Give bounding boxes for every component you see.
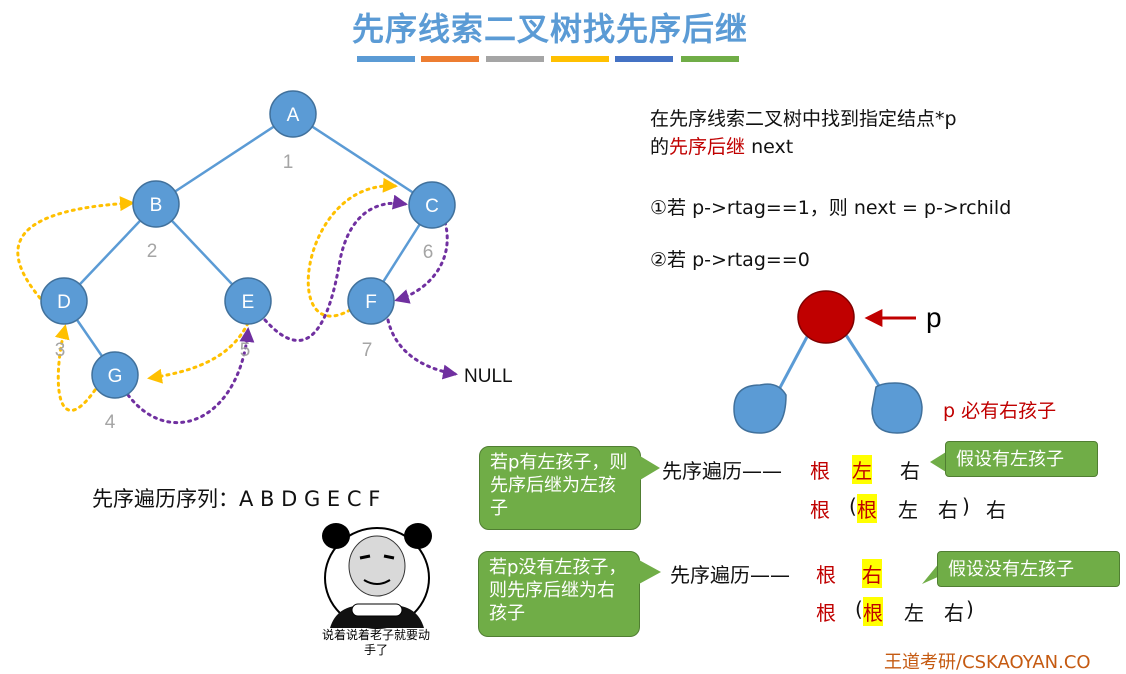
left-row1-right: 右 bbox=[900, 459, 920, 483]
left-row2-right: 右 bbox=[938, 498, 958, 522]
noleft-row2-subroot: 根 bbox=[863, 597, 883, 626]
node-f-order: 7 bbox=[362, 340, 373, 361]
callout-has-left-pointer bbox=[640, 456, 660, 480]
node-d-order: 3 bbox=[55, 340, 66, 361]
callout-has-left: 若p有左孩子，则先序后继为左孩子 bbox=[479, 446, 641, 530]
thread-f-null bbox=[386, 318, 458, 380]
node-c-label: C bbox=[425, 196, 439, 217]
node-a-order: 1 bbox=[283, 152, 294, 173]
description-highlight: 先序后继 bbox=[669, 136, 746, 158]
thread-c-f bbox=[394, 220, 449, 304]
description-prefix: 的 bbox=[650, 136, 670, 158]
left-row2-outer-right: 右 bbox=[986, 498, 1006, 522]
left-row2-left: 左 bbox=[898, 498, 918, 522]
node-a-label: A bbox=[287, 105, 300, 126]
node-e-label: E bbox=[242, 292, 255, 313]
meme-caption: 说着说着老子就要动手了 bbox=[321, 628, 430, 657]
preorder-values: A B D G E C F bbox=[239, 487, 381, 511]
traversal-label-1: 先序遍历—— bbox=[662, 459, 782, 483]
thread-f-c bbox=[306, 177, 398, 318]
preorder-label: 先序遍历序列： bbox=[92, 487, 239, 511]
noleft-row2-right: 右 bbox=[944, 601, 964, 625]
assume-left-pointer bbox=[930, 452, 946, 472]
assume-no-left: 假设没有左孩子 bbox=[937, 551, 1120, 587]
null-label: NULL bbox=[464, 366, 513, 387]
noleft-row2-open: ( bbox=[855, 597, 863, 621]
noleft-row1-right: 右 bbox=[862, 559, 882, 588]
traversal-label-2: 先序遍历—— bbox=[670, 563, 790, 587]
assume-no-left-pointer bbox=[922, 562, 940, 584]
thread-e-g bbox=[147, 321, 250, 384]
thread-e-c bbox=[263, 194, 408, 342]
node-g-order: 4 bbox=[105, 412, 116, 433]
thread-g-d bbox=[54, 324, 97, 412]
assume-has-left: 假设有左孩子 bbox=[945, 441, 1098, 477]
node-e-order: 5 bbox=[240, 340, 251, 361]
left-row1-root: 根 bbox=[810, 459, 830, 483]
left-row2-close: ) bbox=[962, 494, 970, 518]
node-d-label: D bbox=[57, 292, 71, 313]
noleft-row2-root: 根 bbox=[816, 601, 836, 625]
left-row2-open: ( bbox=[849, 494, 857, 518]
right-child-node bbox=[871, 382, 923, 434]
title-bar-2 bbox=[421, 56, 479, 62]
left-row2-subroot: 根 bbox=[857, 494, 877, 523]
rule-2: ②若 p->rtag==0 bbox=[650, 249, 810, 271]
thread-g-e bbox=[126, 327, 255, 424]
node-b-label: B bbox=[150, 195, 163, 216]
node-b bbox=[132, 180, 180, 228]
node-g bbox=[91, 351, 139, 399]
thread-d-b bbox=[16, 196, 135, 300]
preorder-sequence: 先序遍历序列：A B D G E C F bbox=[92, 483, 380, 513]
p-pointer-label: p bbox=[926, 302, 942, 333]
p-node bbox=[797, 290, 855, 344]
node-d bbox=[40, 277, 88, 325]
title-bar-1 bbox=[357, 56, 415, 62]
edge-a-b bbox=[155, 112, 294, 206]
p-subtree-diagram: p bbox=[733, 290, 942, 434]
description-line2: 的先序后继 next bbox=[650, 132, 793, 159]
noleft-row1-root: 根 bbox=[816, 563, 836, 587]
node-f-label: F bbox=[365, 292, 377, 313]
watermark: 王道考研/CSKAOYAN.CO bbox=[884, 652, 1091, 673]
node-a bbox=[269, 90, 317, 138]
page-title: 先序线索二叉树找先序后继 bbox=[351, 10, 748, 48]
noleft-row2-left: 左 bbox=[904, 601, 924, 625]
node-e bbox=[224, 277, 272, 325]
left-row1-left: 左 bbox=[852, 455, 872, 484]
panda-meme-image bbox=[322, 523, 432, 629]
p-has-right-child: p 必有右孩子 bbox=[943, 400, 1057, 422]
description-line1: 在先序线索二叉树中找到指定结点*p bbox=[650, 108, 957, 130]
threaded-tree-diagram: A B C D E F G 1 2 6 3 5 7 4 NULL bbox=[16, 90, 513, 433]
title-bar-6 bbox=[681, 56, 739, 62]
node-c-order: 6 bbox=[423, 242, 434, 263]
title-bar-3 bbox=[486, 56, 544, 62]
description-suffix: next bbox=[745, 136, 794, 158]
callout-no-left-pointer bbox=[639, 560, 661, 584]
node-b-order: 2 bbox=[147, 241, 158, 262]
left-child-node bbox=[733, 383, 787, 434]
noleft-row2-close: ) bbox=[966, 597, 974, 621]
edge-a-c bbox=[292, 112, 433, 207]
node-g-label: G bbox=[108, 366, 123, 387]
title-bar-5 bbox=[615, 56, 673, 62]
left-row2-root: 根 bbox=[810, 498, 830, 522]
node-f bbox=[347, 277, 395, 325]
title-bar-4 bbox=[551, 56, 609, 62]
callout-no-left: 若p没有左孩子，则先序后继为右孩子 bbox=[478, 551, 640, 637]
rule-1: ①若 p->rtag==1，则 next = p->rchild bbox=[650, 197, 1012, 219]
node-c bbox=[408, 181, 456, 229]
